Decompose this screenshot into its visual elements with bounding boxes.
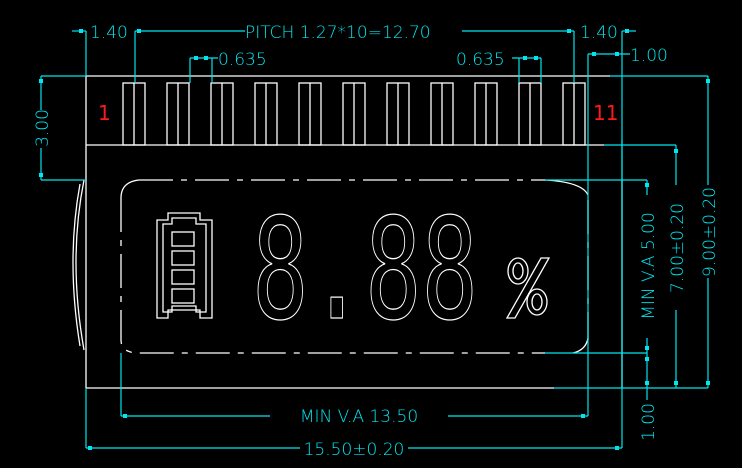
pin <box>210 82 234 146</box>
dim-va-width: MIN V.A 13.50 <box>300 407 418 427</box>
dim-pin-height: 3.00 <box>33 109 53 147</box>
pin <box>298 82 322 146</box>
dim-pin-width-left: 0.635 <box>218 50 267 70</box>
pin <box>518 82 542 146</box>
pin <box>342 82 366 146</box>
pin <box>562 82 586 146</box>
dimension-lines <box>39 29 710 450</box>
dim-total-height: 9.00±0.20 <box>700 187 720 277</box>
dim-pitch: PITCH 1.27*10=12.70 <box>245 23 431 43</box>
dim-right-offset: 1.00 <box>630 46 668 66</box>
pin <box>430 82 454 146</box>
battery-icon <box>156 212 213 319</box>
pin-label-last: 11 <box>593 101 618 125</box>
dim-va-height: MIN V.A 5.00 <box>639 212 659 320</box>
pin <box>386 82 410 146</box>
dim-left-margin: 1.40 <box>90 23 128 43</box>
display-digits: 8.88 <box>252 189 478 352</box>
pin-label-first: 1 <box>98 101 111 125</box>
percent-icon <box>505 257 551 319</box>
dim-right-margin: 1.40 <box>580 23 618 43</box>
pin <box>166 82 190 146</box>
pin <box>122 82 146 146</box>
dim-pin-width-right: 0.635 <box>456 50 505 70</box>
pin <box>474 82 498 146</box>
pin <box>254 82 278 146</box>
dim-bottom-margin: 1.00 <box>639 403 659 441</box>
dim-total-width: 15.50±0.20 <box>304 440 405 460</box>
pin-row <box>122 82 586 146</box>
dim-glass-height: 7.00±0.20 <box>668 203 688 293</box>
